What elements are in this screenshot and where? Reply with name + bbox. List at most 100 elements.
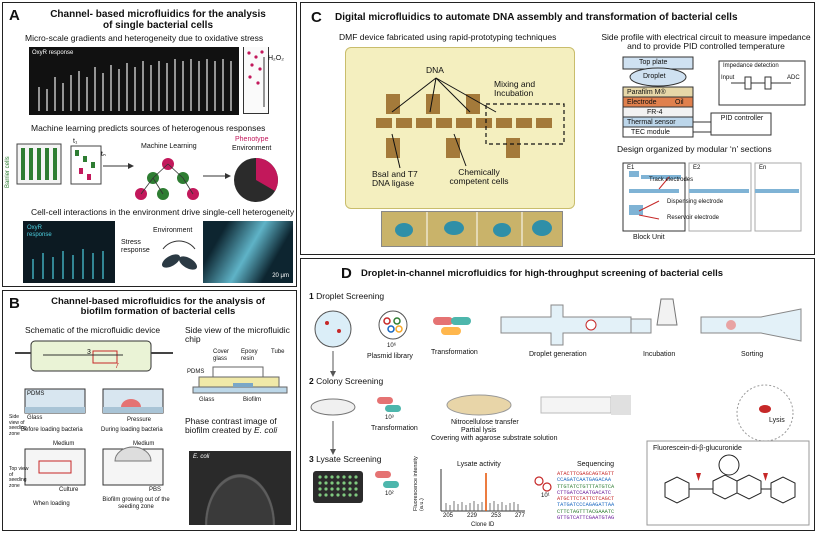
droplet-generation-label: Droplet generation bbox=[529, 351, 587, 358]
ml-diagram bbox=[16, 143, 278, 202]
sequence-line: CTTGATCCAATGACATC bbox=[557, 489, 612, 496]
incubation-label: Incubation bbox=[643, 351, 676, 358]
subheading-ml: Machine learning predicts sources of het… bbox=[31, 123, 266, 133]
cell-streaks bbox=[38, 59, 232, 111]
n2-label: 10² bbox=[385, 491, 394, 497]
cover-glass-label: Cover glass bbox=[213, 349, 230, 362]
x-tick-253: 253 bbox=[490, 513, 501, 519]
glass-label: Glass bbox=[27, 415, 43, 421]
panel-letter: A bbox=[9, 7, 20, 24]
e2-label: E2 bbox=[693, 165, 701, 171]
subheading-interactions: Cell-cell interactions in the environmen… bbox=[31, 207, 295, 217]
sequence-block: ATACTTCGAGCAGTAGTT CCAGATCAATGAGACAA TTG… bbox=[557, 471, 614, 521]
title-line-1: Channel-based microfluidics for the anal… bbox=[51, 296, 265, 307]
x-tick-229: 229 bbox=[466, 513, 477, 519]
block-unit-label: Block Unit bbox=[633, 234, 665, 241]
title-line-2: biofilm formation of bacterial cells bbox=[80, 306, 236, 318]
title-line-1: Channel- based microfluidics for the ana… bbox=[50, 9, 266, 20]
sequence-line: CCAGATCAATGAGACAA bbox=[557, 477, 612, 484]
h2o2-label: H₂O₂ bbox=[268, 55, 284, 62]
sequence-line: CTTCTAGTTTACGAAATC bbox=[557, 508, 615, 515]
panel-letter: C bbox=[311, 9, 322, 26]
h2o2-diagram bbox=[243, 47, 269, 114]
side-profile-caption: Side profile with electrical circuit to … bbox=[601, 32, 811, 52]
phase-contrast-image: E. coli bbox=[189, 451, 291, 525]
phase-title-text: Phase contrast image of biofilm created … bbox=[185, 416, 277, 436]
panel-d: D Droplet-in-channel microfluidics for h… bbox=[300, 258, 815, 531]
culture-label: Culture bbox=[59, 487, 79, 493]
stress-response-label: Stress response bbox=[121, 239, 150, 254]
x-axis-label: Clone ID bbox=[471, 522, 495, 528]
panel-b: B Channel-based microfluidics for the an… bbox=[2, 290, 297, 531]
en-label: En bbox=[759, 165, 767, 171]
x-tick-labels: 205 229 253 277 bbox=[443, 513, 525, 519]
biofilm-growing-label: Biofilm growing out of the seeding zone bbox=[102, 497, 170, 510]
n6-label: 10⁶ bbox=[387, 343, 397, 349]
track-electrodes-label: Track electrodes bbox=[649, 177, 694, 183]
pdms-label: PDMS bbox=[27, 391, 45, 397]
electrode-label: Electrode bbox=[627, 99, 657, 106]
tec-module-label: TEC module bbox=[631, 129, 670, 136]
x-tick-277: 277 bbox=[514, 513, 525, 519]
top-view-seed-label: Top view of seeding zone bbox=[9, 466, 29, 489]
pid-controller-label: PID controller bbox=[720, 115, 764, 122]
side-view-title: Side view of the microfluidic chip bbox=[185, 325, 290, 345]
design-caption: Design organized by modular ‘n’ sections bbox=[617, 144, 772, 154]
partial-lysis-label: Partial lysis bbox=[461, 427, 497, 434]
pbs-label: PBS bbox=[149, 487, 162, 493]
epoxy-label: Epoxy resin bbox=[241, 349, 258, 362]
oxyr-response-label: OxyR response bbox=[27, 225, 52, 238]
subheading-gradients: Micro-scale gradients and heterogeneity … bbox=[25, 33, 264, 43]
oxyr-image: OxyR response bbox=[29, 47, 239, 115]
dmf-caption: DMF device fabricated using rapid-protot… bbox=[339, 32, 557, 42]
step-2-label: Colony Screening bbox=[316, 376, 384, 386]
y-axis-label: Fluorescence intensity (a.u.) bbox=[413, 456, 426, 511]
sequence-line: TTGTATCTGTTTATGTCA bbox=[557, 483, 615, 490]
dna-label: DNA bbox=[426, 65, 444, 75]
transformation-label-2: Transformation bbox=[371, 425, 418, 432]
x-tick-205: 205 bbox=[443, 513, 454, 519]
panel-title: Channel-based microfluidics for the anal… bbox=[27, 296, 289, 318]
droplet-label: Droplet bbox=[643, 73, 666, 80]
block-unit-diagram: E1 E2 En Track electrodes Dispensing ele… bbox=[619, 159, 805, 245]
schematic-title: Schematic of the microfluidic device bbox=[25, 325, 161, 335]
dispensing-electrode-label: Dispensing electrode bbox=[667, 199, 724, 205]
substrate-label: Fluorescein-di-β-glucuronide bbox=[653, 445, 742, 452]
thermal-sensor-label: Thermal sensor bbox=[627, 119, 676, 126]
t1-label: t₁ bbox=[73, 138, 78, 145]
sequencing-label: Sequencing bbox=[577, 461, 614, 468]
side-view-seed-label: Side view of seeding zone bbox=[9, 414, 27, 437]
environment-image: 20 μm bbox=[203, 221, 293, 283]
when-loading-label: When loading bbox=[33, 501, 70, 507]
step-2-heading: 2 Colony Screening bbox=[309, 376, 384, 386]
during-loading-label: During loading bacteria bbox=[101, 427, 163, 433]
step-1-label: Droplet Screening bbox=[316, 291, 385, 301]
step-2-number: 2 bbox=[309, 376, 314, 386]
num-3: 3 bbox=[87, 349, 91, 356]
n1-label: 10¹ bbox=[541, 493, 550, 499]
well-plate bbox=[313, 471, 363, 503]
scale-bar-label: 20 μm bbox=[272, 273, 289, 280]
phenotype-label: Phenotype bbox=[235, 136, 269, 143]
reservoir-electrode-label: Reservoir electrode bbox=[667, 215, 720, 221]
oil-label: Oil bbox=[675, 99, 684, 106]
competent-label: Chemically competent cells bbox=[449, 167, 509, 187]
panel-title: Droplet-in-channel microfluidics for hig… bbox=[361, 268, 724, 279]
oxyr-response-image: OxyR response bbox=[23, 221, 115, 283]
nitrocellulose-label: Nitrocellulose transfer bbox=[451, 419, 519, 426]
glass-side-label: Glass bbox=[199, 397, 215, 403]
panel-title: Digital microfluidics to automate DNA as… bbox=[335, 12, 738, 23]
panel-title: Channel- based microfluidics for the ana… bbox=[27, 9, 289, 31]
oxyr-label: OxyR response bbox=[32, 50, 74, 56]
step-3-number: 3 bbox=[309, 454, 314, 464]
agarose-label: Covering with agarose substrate solution bbox=[431, 435, 558, 442]
plasmid-library-label: Plasmid library bbox=[367, 353, 413, 360]
parafilm-label: Parafilm M® bbox=[627, 89, 666, 96]
step-3-label: Lysate Screening bbox=[316, 454, 382, 464]
sequence-line: TATGATCCCAGAGATTAA bbox=[557, 502, 615, 509]
title-line-2: of single bacterial cells bbox=[102, 20, 214, 31]
input-label: Input bbox=[721, 75, 735, 81]
ecoli-image-label: E. coli bbox=[193, 454, 210, 460]
e1-label: E1 bbox=[627, 165, 635, 171]
phase-contrast-title: Phase contrast image of biofilm created … bbox=[185, 416, 293, 436]
